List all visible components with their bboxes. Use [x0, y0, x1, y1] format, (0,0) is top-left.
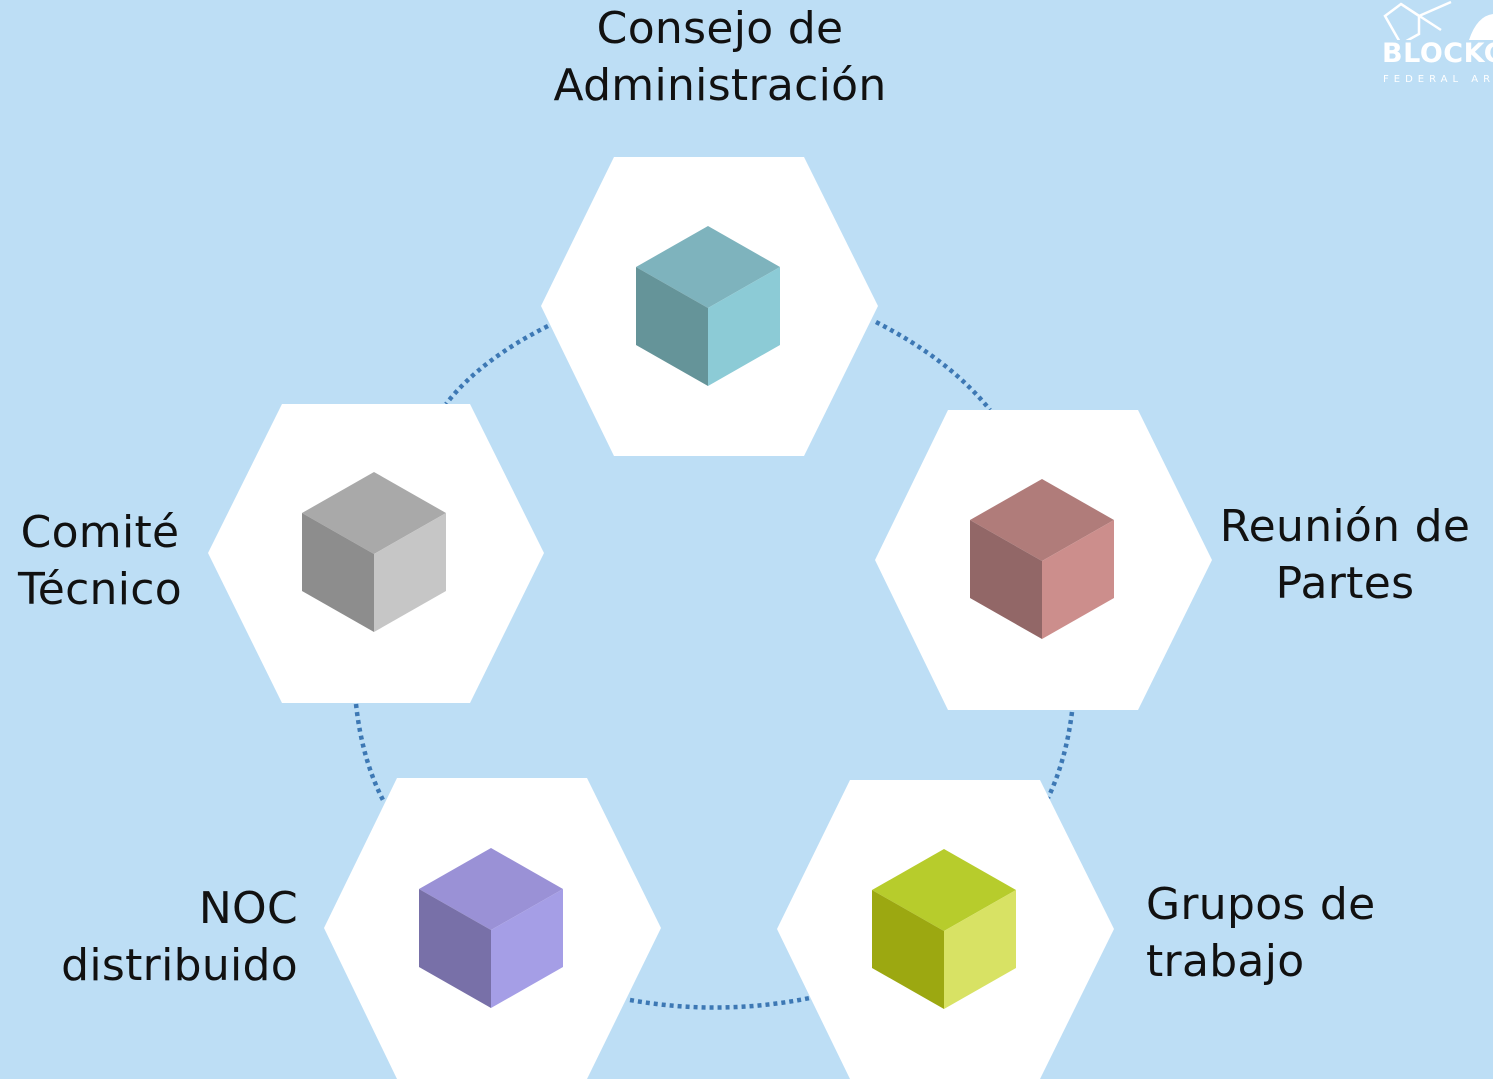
- cube-face-left: [302, 513, 374, 632]
- logo-sub-text: FEDERAL ARGENTINA: [1383, 74, 1493, 85]
- label-line: Grupos de: [1146, 879, 1376, 930]
- connector-right: [1045, 711, 1075, 799]
- label-line: Partes: [1275, 558, 1415, 609]
- connector-ring: [353, 319, 1075, 1010]
- cube-icon-noc: [419, 848, 563, 1008]
- label-line: NOC: [198, 883, 298, 934]
- label-line: trabajo: [1146, 936, 1305, 987]
- cube-layer: [302, 226, 1114, 1009]
- label-reunion-de-partes: Reunión de Partes: [1210, 498, 1480, 612]
- label-line: Reunión de: [1219, 501, 1471, 552]
- cube-icon-reunion: [970, 479, 1114, 639]
- label-line: Consejo de: [596, 3, 844, 54]
- cube-face-left: [636, 267, 708, 386]
- cube-face-right: [374, 513, 446, 632]
- cube-face-right: [708, 267, 780, 386]
- cube-face-right: [1042, 520, 1114, 639]
- label-line: Administración: [553, 60, 887, 111]
- cube-face-right: [944, 890, 1016, 1009]
- cube-face-left: [419, 889, 491, 1008]
- cube-face-right: [491, 889, 563, 1008]
- label-line: Comité: [20, 507, 180, 558]
- cube-face-left: [970, 520, 1042, 639]
- label-noc-distribuido: NOC distribuido: [40, 880, 298, 994]
- label-line: distribuido: [61, 940, 298, 991]
- logo-brand-text: BLOCKCHAIN: [1382, 38, 1493, 69]
- cube-icon-grupos: [872, 849, 1016, 1009]
- cube-icon-comite: [302, 472, 446, 632]
- connector-bottom: [629, 995, 811, 1010]
- cube-face-left: [872, 890, 944, 1009]
- cube-icon-consejo: [636, 226, 780, 386]
- connector-left: [353, 703, 386, 804]
- connector-top-right: [874, 319, 992, 412]
- logo-mark-icon: [1383, 0, 1493, 46]
- connector-top-left: [444, 323, 550, 406]
- label-grupos-de-trabajo: Grupos de trabajo: [1146, 876, 1446, 990]
- label-line: Técnico: [18, 564, 182, 615]
- label-consejo-de-administracion: Consejo de Administración: [540, 0, 900, 114]
- label-comite-tecnico: Comité Técnico: [10, 504, 190, 618]
- blockchain-federal-logo: BLOCKCHAIN FEDERAL ARGENTINA: [1381, 0, 1493, 100]
